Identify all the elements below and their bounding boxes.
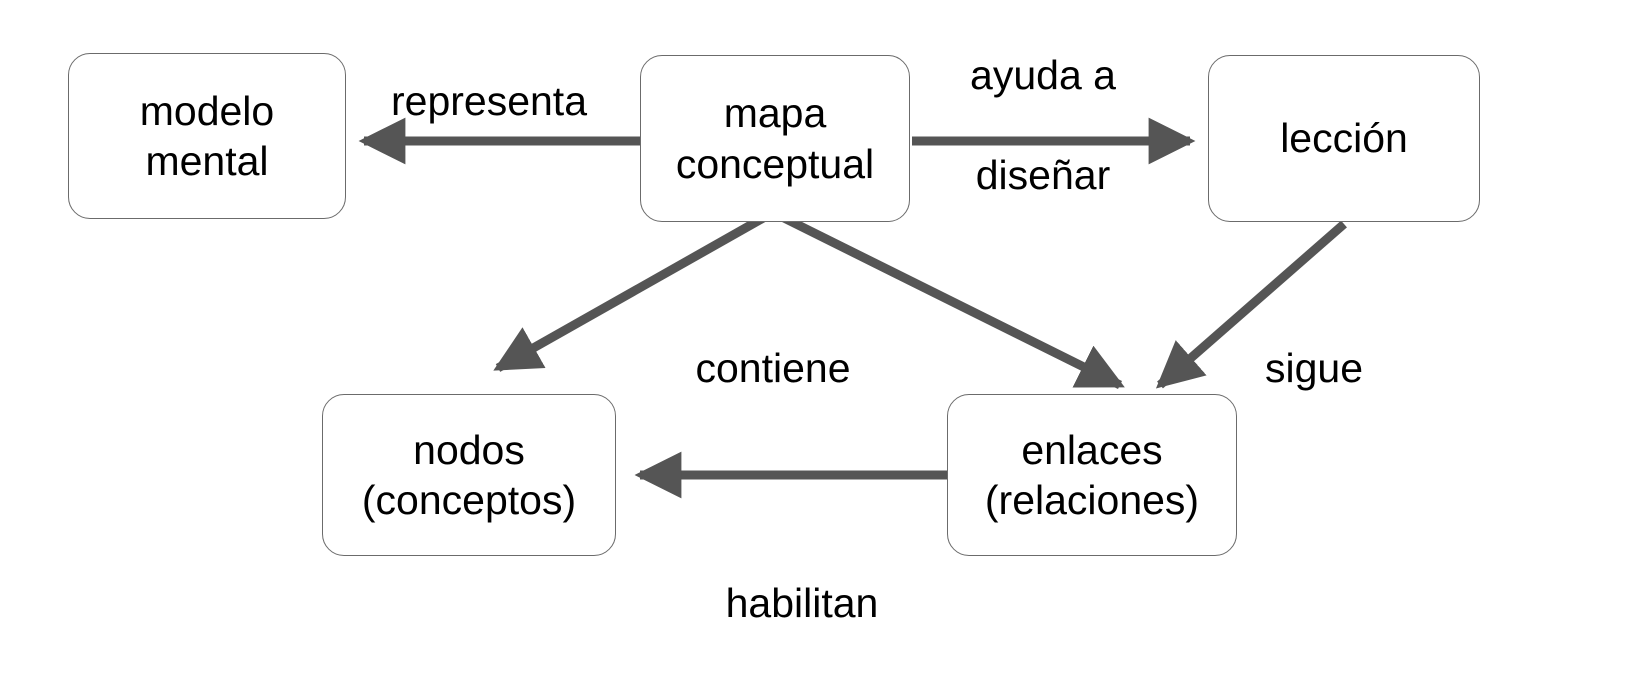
edge-label-ayuda-a-disenar-line2: diseñar [975,152,1111,199]
node-enlaces-relaciones-label: enlaces (relaciones) [984,426,1200,523]
edge-label-habilitan-recordar-line1: habilitan [725,580,879,627]
edge-label-representa-line1: representa [390,78,587,125]
edge-label-sigue: sigue [1255,293,1373,443]
node-enlaces-relaciones[interactable]: enlaces (relaciones) [947,394,1237,556]
edge-label-contiene-line1: contiene [695,345,851,392]
edge-label-representa: representa [377,26,601,176]
edge-label-sigue-line1: sigue [1264,345,1363,392]
node-modelo-mental[interactable]: modelo mental [68,53,346,219]
edge-contiene-nodos-line [493,209,775,372]
edge-label-habilitan-recordar-line2: recordar [712,678,892,684]
node-modelo-mental-label: modelo mental [139,87,275,184]
node-nodos-conceptos-label: nodos (conceptos) [361,426,577,523]
edge-sigue-line [1155,220,1347,389]
node-leccion[interactable]: lección [1208,55,1480,222]
edge-label-ayuda-a-disenar: ayuda a diseñar [943,0,1143,250]
edge-label-habilitan-recordar: habilitan recordar [712,528,892,684]
node-mapa-conceptual[interactable]: mapa conceptual [640,55,910,222]
node-nodos-conceptos[interactable]: nodos (conceptos) [322,394,616,556]
edge-label-ayuda-a-disenar-line1: ayuda a [970,52,1116,99]
node-mapa-conceptual-label: mapa conceptual [675,90,875,187]
edge-contiene-enlaces-line [771,208,1125,390]
node-leccion-label: lección [1280,115,1408,162]
edge-label-contiene: contiene [682,293,864,443]
